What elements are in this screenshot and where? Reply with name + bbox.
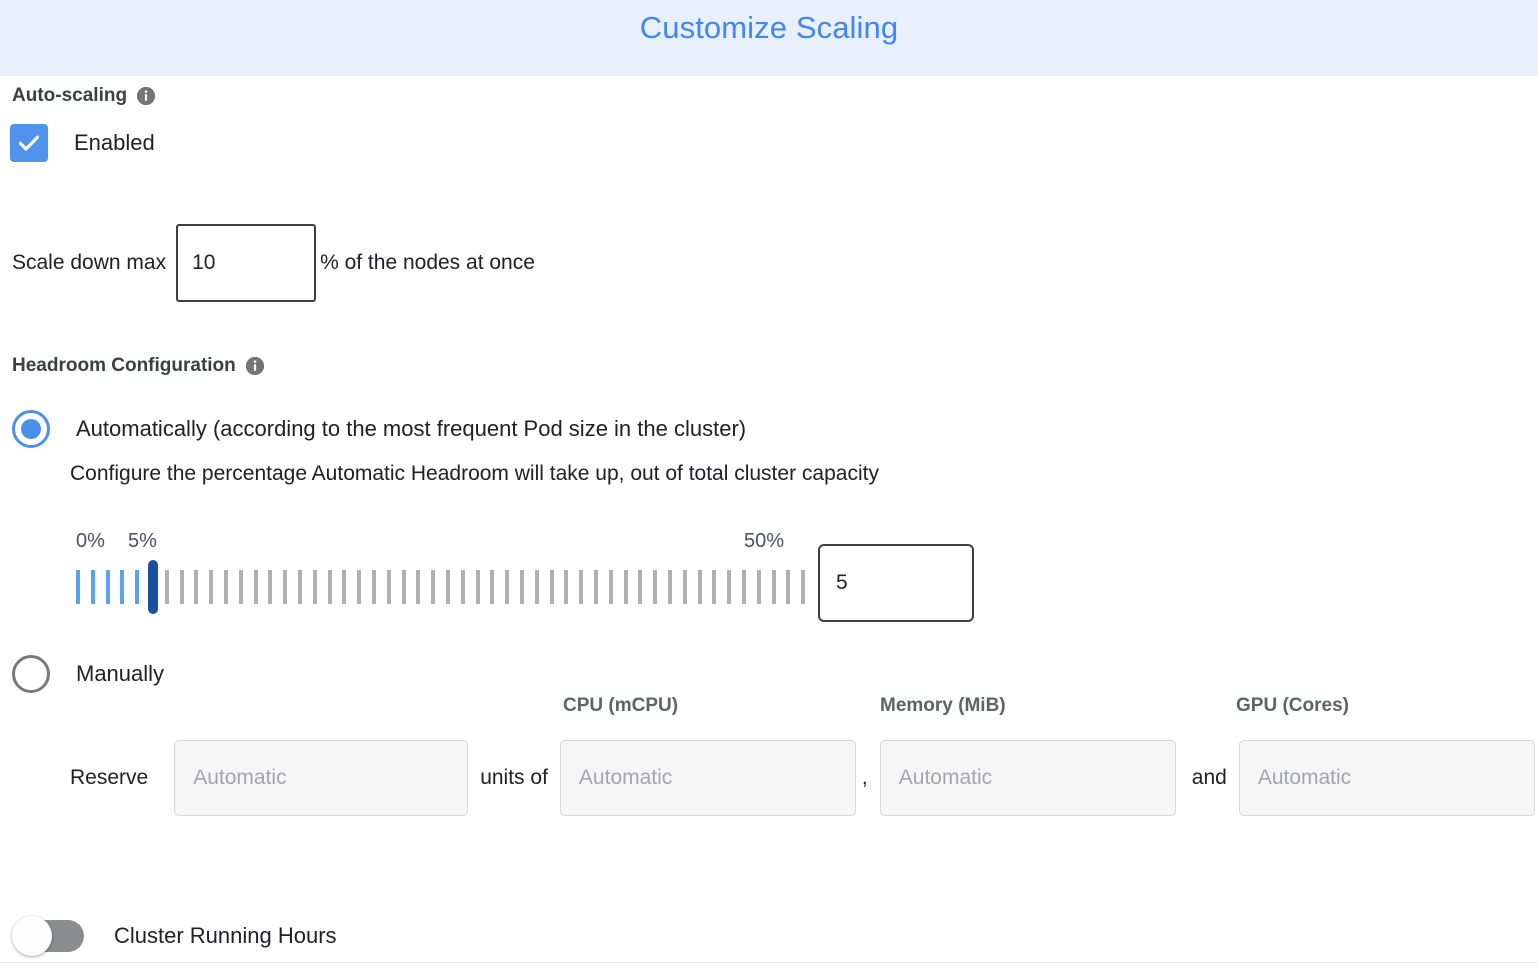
- slider-tick: [564, 570, 569, 604]
- slider-tick: [298, 570, 302, 604]
- info-icon[interactable]: [245, 357, 264, 375]
- slider-tick: [594, 570, 598, 604]
- slider-tick: [756, 570, 761, 604]
- slider-tick: [90, 570, 95, 604]
- comma-separator: ,: [861, 766, 868, 789]
- slider-tick: [786, 570, 791, 604]
- slider-tick: [357, 570, 362, 604]
- reserve-prefix-label: Reserve: [70, 766, 149, 789]
- slider-tick: [194, 570, 199, 604]
- slider-tick: [742, 570, 746, 604]
- slider-tick: [416, 570, 421, 604]
- radio-automatic-label: Automatically (according to the most fre…: [76, 416, 747, 441]
- slider-tick: [682, 570, 687, 604]
- slider-tick: [238, 570, 243, 604]
- auto-scaling-enabled-row[interactable]: Enabled: [10, 124, 155, 162]
- scale-down-max-input[interactable]: [176, 224, 317, 302]
- slider-tick: [697, 570, 702, 604]
- slider-tick: [623, 570, 628, 604]
- scale-down-max-label: Scale down max: [12, 251, 167, 274]
- slider-tick: [505, 570, 510, 604]
- auto-scaling-label-text: Auto-scaling: [12, 85, 128, 106]
- units-of-label: units of: [480, 766, 548, 789]
- slider-tick: [771, 570, 776, 604]
- slider-tick: [135, 570, 140, 604]
- info-icon[interactable]: [137, 87, 156, 105]
- slider-tick: [372, 570, 376, 604]
- slider-max-label: 50%: [744, 530, 785, 552]
- slider-tick: [283, 570, 288, 604]
- slider-tick: [475, 570, 480, 604]
- headroom-option-automatic-row[interactable]: Automatically (according to the most fre…: [12, 410, 746, 448]
- slider-tick: [105, 570, 110, 604]
- page-title: Customize Scaling: [639, 10, 899, 45]
- slider-tick: [209, 570, 214, 604]
- slider-tick: [224, 570, 228, 604]
- reserve-units-input[interactable]: [174, 740, 469, 816]
- enabled-checkbox-label: Enabled: [74, 130, 155, 155]
- headroom-percentage-input[interactable]: [818, 544, 974, 622]
- gpu-field-label: GPU (Cores): [1236, 695, 1349, 716]
- slider-tick: [579, 570, 584, 604]
- slider-tick: [446, 570, 450, 604]
- radio-manually-label: Manually: [76, 661, 165, 686]
- gpu-input[interactable]: [1238, 740, 1535, 816]
- slider-tick: [712, 570, 717, 604]
- slider-tick: [342, 570, 347, 604]
- slider-tick: [534, 570, 539, 604]
- slider-tick: [386, 570, 391, 604]
- enabled-checkbox[interactable]: [10, 124, 48, 162]
- cpu-input[interactable]: [559, 740, 856, 816]
- reserve-row: Reserve units of , and: [70, 740, 1535, 816]
- slider-tick: [179, 570, 184, 604]
- slider-tick: [76, 570, 80, 604]
- radio-automatic[interactable]: [12, 410, 50, 448]
- slider-tick: [164, 570, 169, 604]
- slider-tick: [608, 570, 613, 604]
- slider-tick: [668, 570, 672, 604]
- auto-scaling-section-label: Auto-scaling: [12, 85, 156, 107]
- slider-thumb[interactable]: [148, 560, 158, 614]
- toggle-knob: [12, 916, 52, 956]
- headroom-help-text: Configure the percentage Automatic Headr…: [70, 462, 879, 485]
- headroom-option-manual-row[interactable]: Manually: [12, 655, 164, 693]
- slider-tick: [312, 570, 317, 604]
- slider-tick: [268, 570, 273, 604]
- slider-min-label: 0%: [76, 530, 105, 552]
- cluster-running-hours-toggle[interactable]: [12, 916, 84, 956]
- slider-tick: [327, 570, 332, 604]
- slider-tick: [727, 570, 732, 604]
- slider-current-label: 5%: [128, 530, 157, 552]
- slider-tick: [253, 570, 258, 604]
- headroom-configuration-section-label: Headroom Configuration: [12, 355, 264, 377]
- memory-field-label: Memory (MiB): [880, 695, 1006, 716]
- slider-tick: [549, 570, 554, 604]
- slider-tick: [460, 570, 465, 604]
- cpu-field-label: CPU (mCPU): [563, 695, 679, 716]
- slider-track[interactable]: [76, 560, 806, 614]
- slider-scale-labels: 0% 5% 50%: [0, 530, 900, 560]
- cluster-running-hours-label: Cluster Running Hours: [114, 923, 337, 948]
- radio-automatic-dot: [21, 419, 41, 439]
- slider-tick: [431, 570, 436, 604]
- slider-tick: [801, 570, 806, 604]
- scale-down-max-suffix: % of the nodes at once: [320, 251, 535, 274]
- slider-tick: [638, 570, 643, 604]
- dialog-header: Customize Scaling: [0, 0, 1538, 76]
- and-separator: and: [1191, 766, 1227, 789]
- slider-tick: [401, 570, 406, 604]
- scale-down-max-row: Scale down max % of the nodes at once: [12, 224, 535, 302]
- slider-tick: [120, 570, 125, 604]
- slider-tick: [520, 570, 524, 604]
- slider-tick: [490, 570, 495, 604]
- headroom-configuration-label-text: Headroom Configuration: [12, 355, 236, 376]
- bottom-divider: [0, 962, 1538, 963]
- radio-manually[interactable]: [12, 655, 50, 693]
- memory-input[interactable]: [879, 740, 1176, 816]
- slider-tick: [653, 570, 658, 604]
- cluster-running-hours-row[interactable]: Cluster Running Hours: [12, 916, 337, 956]
